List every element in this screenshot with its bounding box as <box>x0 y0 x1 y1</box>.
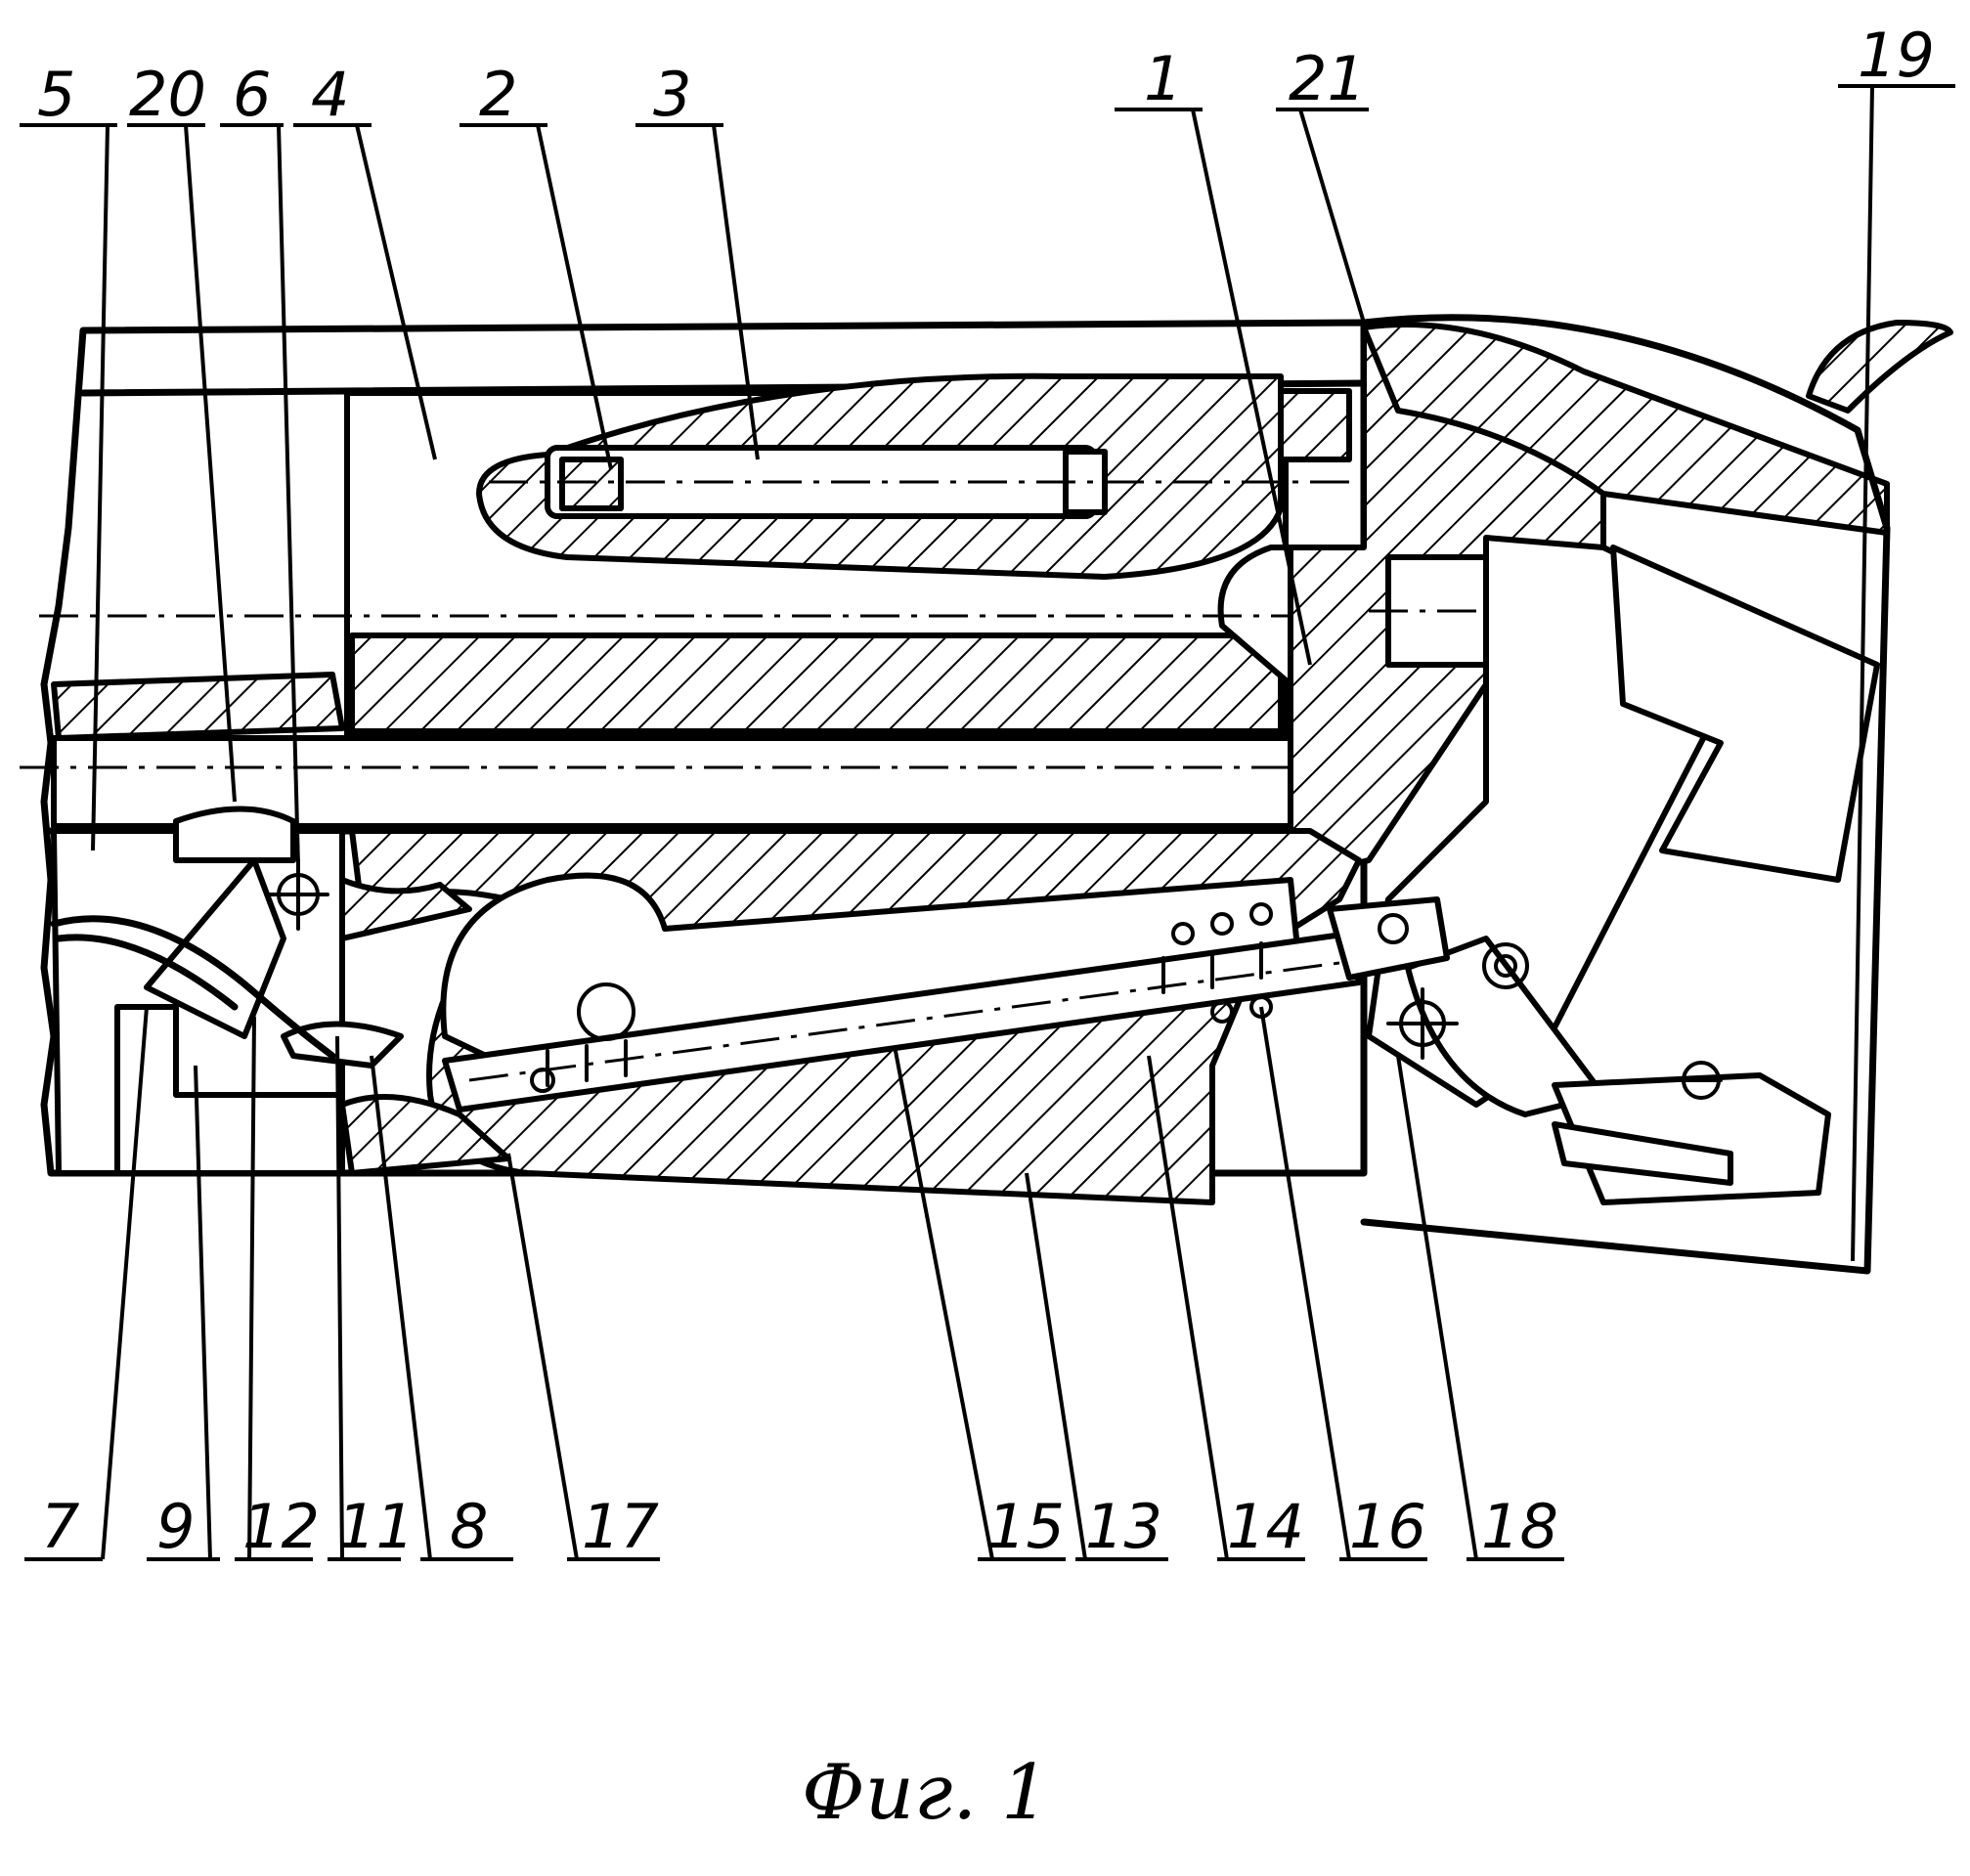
ref-6: 6 <box>233 59 271 130</box>
ref-12: 12 <box>242 1491 320 1562</box>
ref-16: 16 <box>1349 1491 1426 1562</box>
ref-21: 21 <box>1289 43 1366 114</box>
ref-1: 1 <box>1144 43 1182 114</box>
numerals-top: 5 20 6 4 2 3 1 21 19 <box>37 20 1935 130</box>
ref-8: 8 <box>450 1491 488 1562</box>
ref-11: 11 <box>337 1491 415 1562</box>
ref-14: 14 <box>1227 1491 1304 1562</box>
ref-7: 7 <box>41 1491 79 1562</box>
ref-19: 19 <box>1858 20 1935 91</box>
ref-5: 5 <box>37 59 75 130</box>
ref-4: 4 <box>311 59 349 130</box>
trigger-group <box>1554 1063 1828 1202</box>
ref-2: 2 <box>479 59 517 130</box>
ref-9: 9 <box>156 1491 195 1562</box>
ref-17: 17 <box>582 1491 659 1562</box>
ref-15: 15 <box>987 1491 1065 1562</box>
ref-13: 13 <box>1085 1491 1162 1562</box>
ref-18: 18 <box>1481 1491 1558 1562</box>
ref-3: 3 <box>653 59 691 130</box>
numerals-bottom: 7 9 12 11 8 17 15 13 14 16 18 <box>41 1491 1558 1562</box>
figure-caption: Фиг. 1 <box>802 1749 1050 1837</box>
ref-20: 20 <box>129 59 206 130</box>
